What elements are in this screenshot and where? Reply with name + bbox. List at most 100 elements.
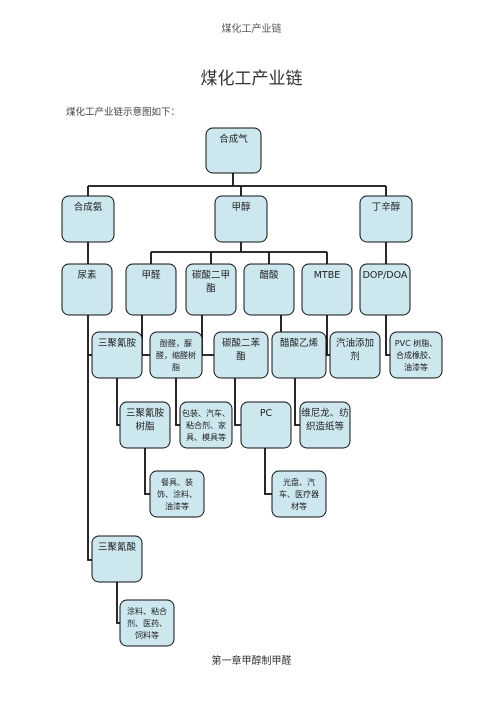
connector-line bbox=[116, 378, 120, 426]
node-label: 合成氨 bbox=[74, 201, 103, 213]
node-label: DOP/DOA bbox=[363, 270, 408, 281]
node-box bbox=[301, 263, 353, 316]
node-label: 合成橡胶、 bbox=[396, 350, 436, 360]
node-label: 涂料、粘合 bbox=[127, 606, 167, 616]
node-label: 三聚氰酸 bbox=[98, 541, 137, 553]
node-dop: DOP/DOA bbox=[359, 263, 411, 316]
page-title: 煤化工产业链 bbox=[200, 69, 303, 89]
connector-line bbox=[234, 378, 241, 426]
node-box bbox=[119, 401, 171, 449]
node-vac: 醋酸乙烯 bbox=[271, 331, 327, 379]
node-label: 织造纸等 bbox=[306, 421, 345, 433]
node-box bbox=[91, 331, 143, 379]
node-label: 醋酸乙烯 bbox=[280, 337, 319, 349]
node-box bbox=[179, 401, 233, 449]
node-label: PC bbox=[260, 408, 273, 419]
connector-line bbox=[141, 315, 150, 356]
node-box bbox=[271, 470, 327, 518]
node-box bbox=[329, 331, 381, 379]
node-box bbox=[213, 331, 269, 379]
node-box bbox=[389, 331, 443, 379]
node-box bbox=[119, 599, 175, 647]
node-box bbox=[61, 263, 113, 316]
node-label: 脂 bbox=[172, 362, 180, 372]
node-octanol: 丁辛醇 bbox=[359, 195, 413, 243]
connector-line bbox=[294, 378, 300, 426]
node-box bbox=[91, 535, 143, 583]
node-label: 丁辛醇 bbox=[372, 201, 401, 213]
node-urea: 尿素 bbox=[61, 263, 113, 316]
node-label: 饲料等 bbox=[135, 630, 159, 640]
node-label: 酯 bbox=[236, 352, 246, 363]
node-label: 汽油添加 bbox=[336, 337, 374, 349]
node-label: 三聚氰胺 bbox=[98, 337, 137, 349]
node-label: 尿素 bbox=[77, 269, 97, 281]
connector-line bbox=[144, 448, 150, 495]
node-box bbox=[359, 195, 413, 243]
connector-line bbox=[264, 448, 272, 495]
node-ammonia: 合成氨 bbox=[61, 195, 115, 243]
node-box bbox=[205, 127, 262, 174]
node-box bbox=[243, 263, 295, 316]
node-methanol: 甲醇 bbox=[214, 195, 268, 243]
node-label: MTBE bbox=[314, 270, 341, 281]
node-label: 剂 bbox=[350, 351, 360, 363]
node-formaldehyde: 甲醛 bbox=[125, 263, 177, 316]
node-box bbox=[61, 195, 115, 243]
node-label: 碳酸二苯 bbox=[222, 337, 261, 349]
node-pc: PC bbox=[240, 401, 292, 449]
node-box bbox=[125, 263, 177, 316]
node-label: 甲醇 bbox=[231, 201, 251, 213]
node-label: 酯 bbox=[206, 284, 216, 295]
node-label: 油漆等 bbox=[404, 362, 428, 372]
node-label: 醋酸 bbox=[259, 269, 279, 281]
node-box bbox=[185, 263, 237, 316]
node-label: 甲醛 bbox=[141, 269, 161, 281]
node-box bbox=[149, 331, 203, 379]
node-label: 光盘、汽 bbox=[283, 477, 315, 487]
node-label: 粘合剂、家 bbox=[186, 420, 226, 430]
node-label: 酚醛，脲 bbox=[160, 338, 192, 348]
page-footer: 第一章甲醇制甲醛 bbox=[211, 656, 292, 667]
node-box bbox=[359, 263, 411, 316]
node-label: 餐具、装 bbox=[161, 477, 193, 487]
node-tableware: 餐具、装饰、涂料、油漆等 bbox=[149, 470, 205, 518]
node-label: 具、模具等 bbox=[186, 432, 226, 442]
intro-text: 煤化工产业链示意图如下： bbox=[66, 107, 181, 118]
node-box bbox=[214, 195, 268, 243]
node-label: PVC 树脂、 bbox=[395, 338, 437, 348]
node-label: 碳酸二甲 bbox=[192, 269, 230, 281]
page-header: 煤化工产业链 bbox=[221, 24, 282, 35]
node-box bbox=[149, 470, 205, 518]
node-box bbox=[299, 401, 351, 449]
node-cyanuric: 三聚氰酸 bbox=[91, 535, 143, 583]
connector-line bbox=[326, 315, 330, 356]
connector-line bbox=[87, 315, 92, 561]
node-label: 剂、医药、 bbox=[127, 618, 167, 628]
node-label: 树脂 bbox=[135, 421, 155, 433]
node-label: 醛，缩醛树 bbox=[156, 350, 196, 360]
node-acetic: 醋酸 bbox=[243, 263, 295, 316]
node-pvc: PVC 树脂、合成橡胶、油漆等 bbox=[389, 331, 443, 379]
node-melamine1: 三聚氰胺 bbox=[91, 331, 143, 379]
node-uses2: 涂料、粘合剂、医药、饲料等 bbox=[119, 599, 175, 647]
node-label: 材等 bbox=[291, 501, 307, 511]
node-syngas: 合成气 bbox=[205, 127, 262, 174]
node-mtbe: MTBE bbox=[301, 263, 353, 316]
connector-line bbox=[116, 582, 120, 624]
connector-line bbox=[175, 378, 180, 426]
node-label: 包装、汽车、 bbox=[182, 408, 230, 418]
node-box bbox=[271, 331, 327, 379]
connector-line bbox=[201, 315, 214, 356]
node-uses1: 包装、汽车、粘合剂、家具、模具等 bbox=[179, 401, 233, 449]
node-label: 油漆等 bbox=[165, 501, 189, 511]
connector-line bbox=[385, 315, 390, 356]
node-label: 饰、涂料、 bbox=[157, 489, 197, 499]
